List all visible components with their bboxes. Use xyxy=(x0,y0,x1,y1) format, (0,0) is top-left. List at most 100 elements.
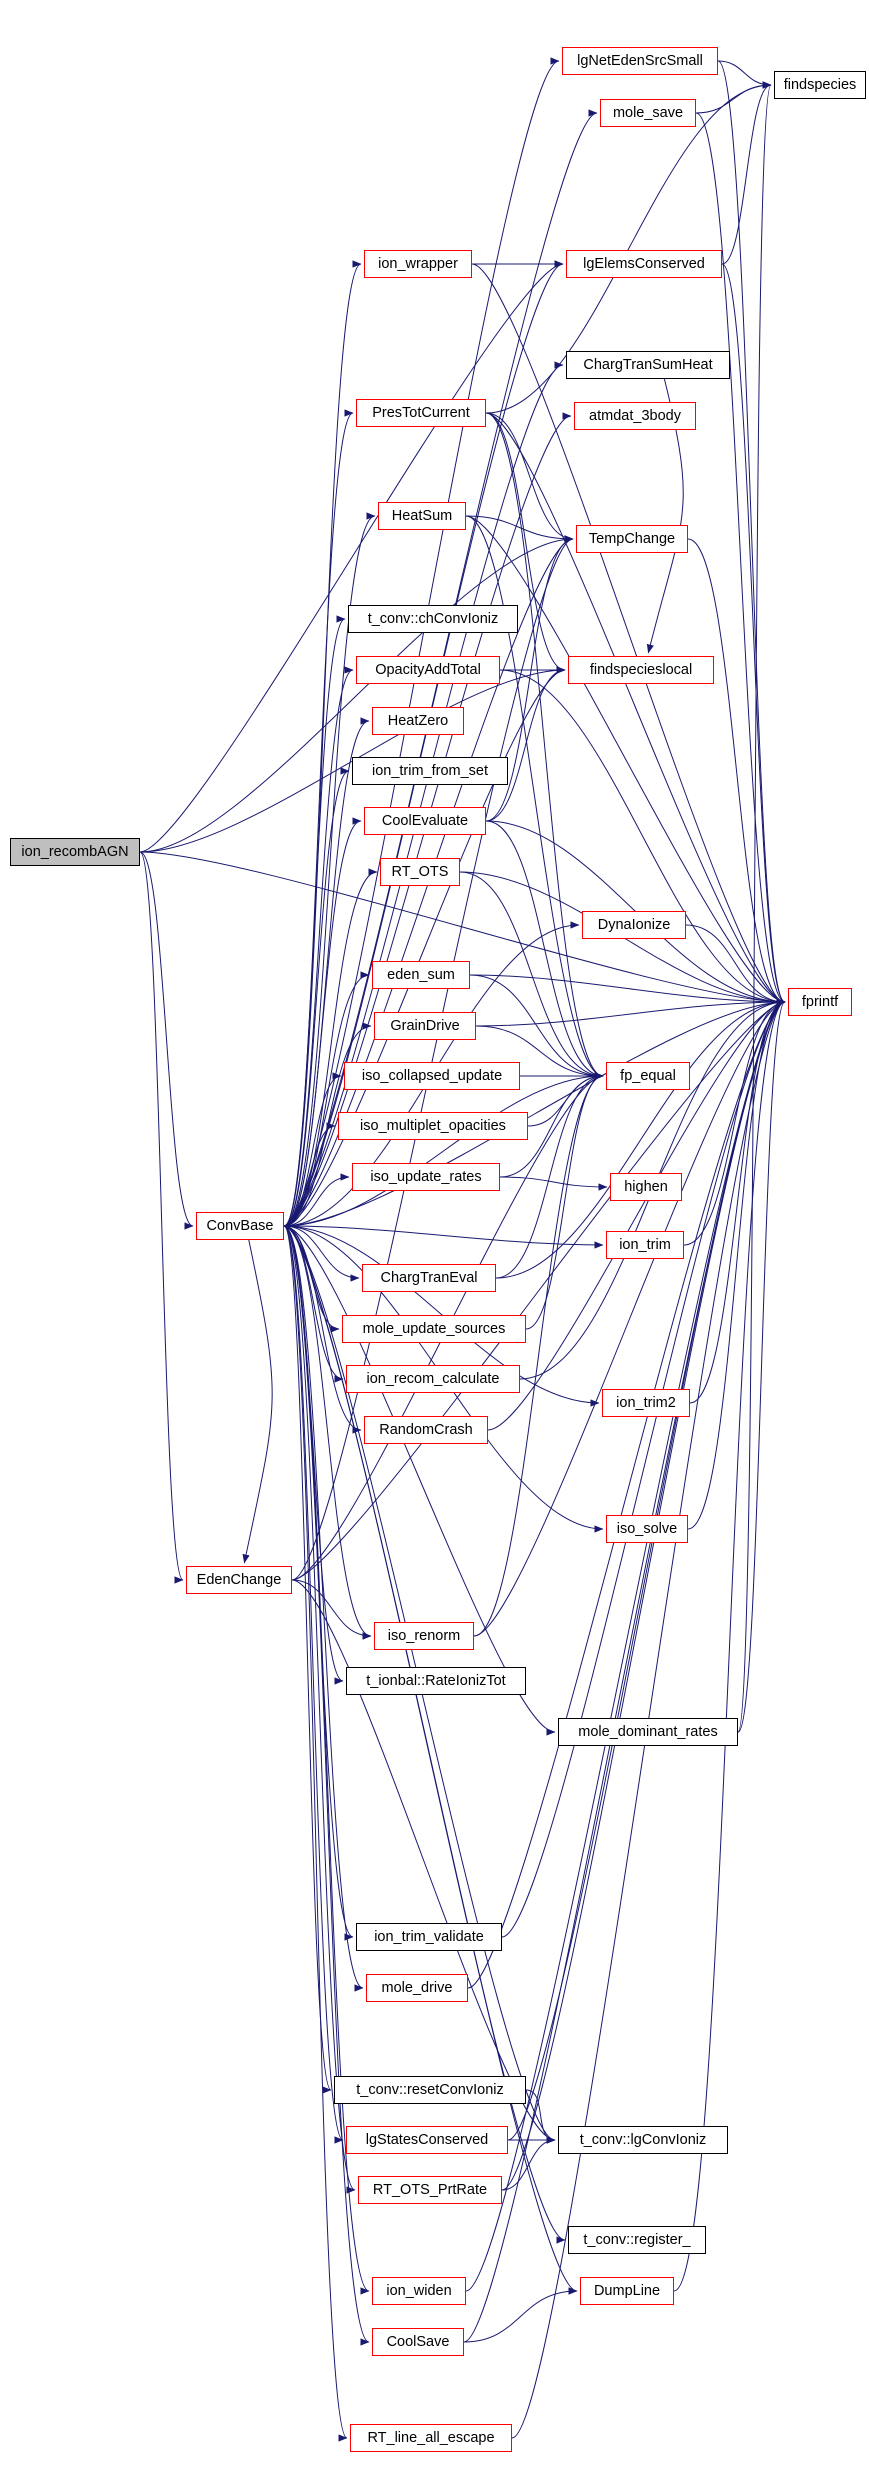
edge-ConvBase-to-lgStatesConserved xyxy=(283,1225,344,2144)
node-mole_dominant_rates[interactable]: mole_dominant_rates xyxy=(558,1718,738,1746)
node-OpacityAddTotal[interactable]: OpacityAddTotal xyxy=(356,656,500,684)
node-eden_sum[interactable]: eden_sum xyxy=(372,961,470,989)
edge-CoolSave-to-fprintf xyxy=(463,998,786,2343)
node-t_conv_register_[interactable]: t_conv::register_ xyxy=(568,2226,706,2254)
node-PresTotCurrent[interactable]: PresTotCurrent xyxy=(356,399,486,427)
node-iso_renorm[interactable]: iso_renorm xyxy=(374,1622,474,1650)
node-mole_save[interactable]: mole_save xyxy=(600,99,696,127)
node-ion_trim[interactable]: ion_trim xyxy=(606,1231,684,1259)
node-iso_update_rates[interactable]: iso_update_rates xyxy=(352,1163,500,1191)
edge-RandomCrash-to-fprintf xyxy=(487,998,786,1431)
edge-ConvBase-to-RT_line_all_escape xyxy=(283,1225,348,2442)
node-t_conv_chConvIoniz[interactable]: t_conv::chConvIoniz xyxy=(348,605,518,633)
edge-ConvBase-to-DumpLine xyxy=(283,1225,578,2295)
node-CoolEvaluate[interactable]: CoolEvaluate xyxy=(364,807,486,835)
edge-ConvBase-to-mole_drive xyxy=(283,1225,364,1992)
node-findspecies[interactable]: findspecies xyxy=(774,71,866,99)
node-t_conv_resetConvIoniz[interactable]: t_conv::resetConvIoniz xyxy=(334,2076,526,2104)
edge-EdenChange-to-t_conv_lgConvIoniz xyxy=(291,1579,556,2144)
node-ion_trim_validate[interactable]: ion_trim_validate xyxy=(356,1923,502,1951)
node-t_conv_lgConvIoniz[interactable]: t_conv::lgConvIoniz xyxy=(558,2126,728,2154)
edge-CoolEvaluate-to-findspecieslocal xyxy=(485,666,566,822)
edge-ConvBase-to-findspecieslocal xyxy=(283,666,566,1227)
node-RT_OTS[interactable]: RT_OTS xyxy=(380,858,460,886)
node-HeatSum[interactable]: HeatSum xyxy=(378,502,466,530)
edge-ChargTranEval-to-fprintf xyxy=(495,998,786,1279)
edge-PresTotCurrent-to-findspecieslocal xyxy=(485,412,566,674)
node-RT_line_all_escape[interactable]: RT_line_all_escape xyxy=(350,2424,512,2452)
node-CoolSave[interactable]: CoolSave xyxy=(372,2328,464,2356)
edge-ConvBase-to-lgNetEdenSrcSmall xyxy=(283,57,560,1227)
edge-ConvBase-to-RandomCrash xyxy=(283,1225,362,1434)
edge-ion_recombAGN-to-EdenChange xyxy=(139,851,184,1584)
edge-GrainDrive-to-fp_equal xyxy=(475,1025,604,1080)
edge-ConvBase-to-mole_dominant_rates xyxy=(283,1225,556,1736)
edge-ConvBase-to-CoolSave xyxy=(283,1225,370,2346)
node-GrainDrive[interactable]: GrainDrive xyxy=(374,1012,476,1040)
node-ion_wrapper[interactable]: ion_wrapper xyxy=(364,250,472,278)
edge-ion_trim_validate-to-fprintf xyxy=(501,998,786,1938)
node-DynaIonize[interactable]: DynaIonize xyxy=(582,911,686,939)
edge-ion_recombAGN-to-ConvBase xyxy=(139,851,194,1230)
node-ion_widen[interactable]: ion_widen xyxy=(372,2277,466,2305)
node-ion_recom_calculate[interactable]: ion_recom_calculate xyxy=(346,1365,520,1393)
node-findspecieslocal[interactable]: findspecieslocal xyxy=(568,656,714,684)
edge-ChargTranEval-to-fp_equal xyxy=(495,1072,604,1279)
node-iso_collapsed_update[interactable]: iso_collapsed_update xyxy=(344,1062,520,1090)
edge-ConvBase-to-t_conv_resetConvIoniz xyxy=(283,1225,332,2094)
edge-ion_trim-to-fprintf xyxy=(683,998,786,1246)
edge-ConvBase-to-OpacityAddTotal xyxy=(283,666,354,1227)
edge-ConvBase-to-t_conv_chConvIoniz xyxy=(283,615,346,1227)
node-EdenChange[interactable]: EdenChange xyxy=(186,1566,292,1594)
node-lgStatesConserved[interactable]: lgStatesConserved xyxy=(346,2126,508,2154)
node-atmdat_3body[interactable]: atmdat_3body xyxy=(574,402,696,430)
edge-RT_OTS_PrtRate-to-t_conv_lgConvIoniz xyxy=(501,2136,556,2191)
edge-ConvBase-to-ion_trim_from_set xyxy=(283,767,350,1227)
node-fp_equal[interactable]: fp_equal xyxy=(606,1062,690,1090)
edge-eden_sum-to-fp_equal xyxy=(469,974,604,1080)
edge-ConvBase-to-fprintf xyxy=(283,998,786,1227)
node-iso_solve[interactable]: iso_solve xyxy=(606,1515,688,1543)
edge-mole_dominant_rates-to-findspecies xyxy=(737,82,772,1733)
edge-ConvBase-to-ChargTranEval xyxy=(283,1225,360,1282)
node-mole_drive[interactable]: mole_drive xyxy=(366,1974,468,2002)
edge-ConvBase-to-CoolEvaluate xyxy=(283,817,362,1227)
edge-ion_recombAGN-to-fprintf xyxy=(139,851,786,1006)
edge-EdenChange-to-fprintf xyxy=(291,998,786,1581)
edge-iso_update_rates-to-highen xyxy=(499,1176,608,1191)
node-ChargTranEval[interactable]: ChargTranEval xyxy=(362,1264,496,1292)
node-t_ionbal_RateIonizTot[interactable]: t_ionbal::RateIonizTot xyxy=(346,1667,526,1695)
edge-ion_wrapper-to-fprintf xyxy=(471,263,786,1006)
node-highen[interactable]: highen xyxy=(610,1173,682,1201)
edge-ConvBase-to-fp_equal xyxy=(283,1072,604,1227)
node-RandomCrash[interactable]: RandomCrash xyxy=(364,1416,488,1444)
node-DumpLine[interactable]: DumpLine xyxy=(580,2277,674,2305)
node-ConvBase[interactable]: ConvBase xyxy=(196,1212,284,1240)
node-fprintf[interactable]: fprintf xyxy=(788,988,852,1016)
edge-HeatSum-to-TempChange xyxy=(465,515,574,543)
node-TempChange[interactable]: TempChange xyxy=(576,525,688,553)
edge-HeatSum-to-fprintf xyxy=(465,515,786,1006)
node-HeatZero[interactable]: HeatZero xyxy=(372,707,464,735)
node-mole_update_sources[interactable]: mole_update_sources xyxy=(342,1315,526,1343)
node-ion_trim_from_set[interactable]: ion_trim_from_set xyxy=(352,757,508,785)
node-RT_OTS_PrtRate[interactable]: RT_OTS_PrtRate xyxy=(358,2176,502,2204)
node-ChargTranSumHeat[interactable]: ChargTranSumHeat xyxy=(566,351,730,379)
edge-mole_dominant_rates-to-fprintf xyxy=(737,998,786,1733)
edge-CoolSave-to-DumpLine xyxy=(463,2287,578,2343)
edge-EdenChange-to-TempChange xyxy=(291,535,574,1581)
node-lgElemsConserved[interactable]: lgElemsConserved xyxy=(566,250,722,278)
edge-CoolEvaluate-to-TempChange xyxy=(485,535,574,822)
edge-mole_save-to-fprintf xyxy=(695,112,786,1006)
edge-PresTotCurrent-to-TempChange xyxy=(485,412,574,543)
edge-GrainDrive-to-fprintf xyxy=(475,998,786,1027)
edge-ion_recombAGN-to-lgElemsConserved xyxy=(139,260,564,853)
edge-ion_recombAGN-to-TempChange xyxy=(139,535,574,853)
edge-PresTotCurrent-to-fp_equal xyxy=(485,412,604,1080)
node-iso_multiplet_opacities[interactable]: iso_multiplet_opacities xyxy=(338,1112,528,1140)
node-ion_trim2[interactable]: ion_trim2 xyxy=(602,1389,690,1417)
edge-ConvBase-to-ion_recom_calculate xyxy=(283,1225,344,1383)
node-lgNetEdenSrcSmall[interactable]: lgNetEdenSrcSmall xyxy=(562,47,718,75)
